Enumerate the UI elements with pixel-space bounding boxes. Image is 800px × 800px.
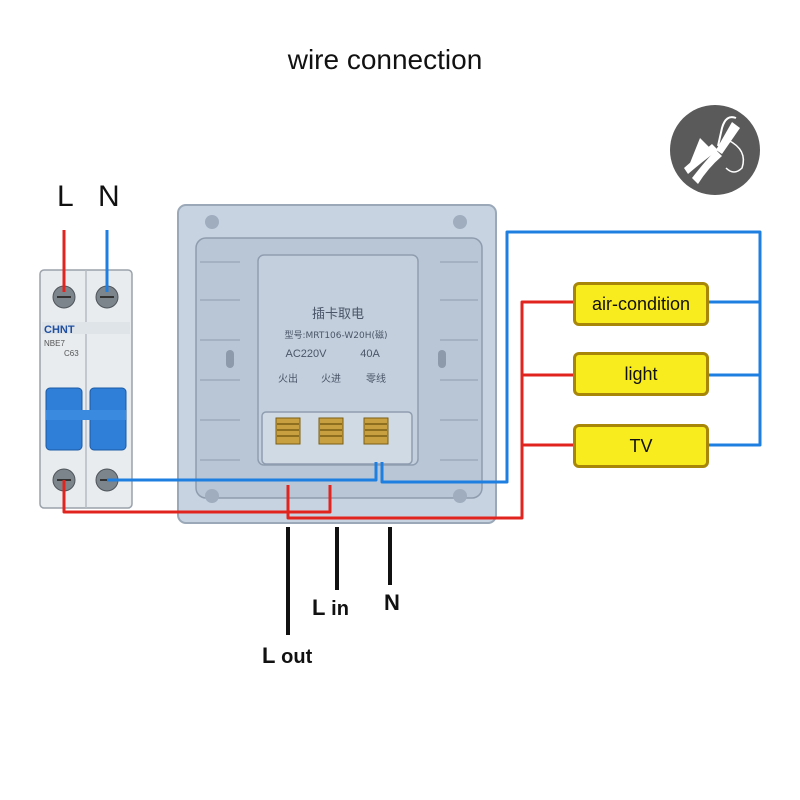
- breaker-label-l: L: [57, 180, 74, 213]
- pliers-icon: [670, 105, 760, 195]
- switch-term2-label: 火进: [321, 373, 341, 385]
- load-tv: TV: [573, 424, 709, 468]
- switch-name: 插卡取电: [312, 307, 364, 322]
- terminal-label-l-in: L in: [312, 595, 349, 620]
- switch-current: 40A: [360, 348, 380, 360]
- switch-voltage: AC220V: [286, 348, 328, 360]
- breaker-model: NBE7: [44, 339, 65, 348]
- circuit-breaker: CHNT NBE7 C63: [39, 269, 133, 509]
- load-light: light: [573, 352, 709, 396]
- switch-model: 型号:MRT106-W20H(磁): [284, 329, 387, 341]
- terminal-label-n: N: [384, 590, 400, 615]
- card-switch-panel: 插卡取电 型号:MRT106-W20H(磁) AC220V 40A 火出 火进 …: [177, 204, 497, 524]
- switch-terminal-1: [275, 417, 301, 445]
- breaker-rating: C63: [64, 349, 79, 358]
- lout-to-loads-wire: [286, 300, 573, 520]
- neutral-to-loads-wire: [380, 230, 762, 484]
- switch-term1-label: 火出: [278, 372, 298, 385]
- switch-terminal-3: [363, 417, 389, 445]
- breaker-label-n: N: [98, 180, 120, 213]
- terminal-label-l-out: L out: [262, 643, 313, 668]
- diagram-title: wire connection: [287, 44, 483, 75]
- breaker-neutral-to-switch-wire: [107, 462, 378, 482]
- switch-term3-label: 零线: [366, 372, 386, 385]
- breaker-brand: CHNT: [44, 324, 75, 336]
- switch-terminal-2: [318, 417, 344, 445]
- breaker-to-lin-wire: [62, 480, 332, 514]
- load-air-condition: air-condition: [573, 282, 709, 326]
